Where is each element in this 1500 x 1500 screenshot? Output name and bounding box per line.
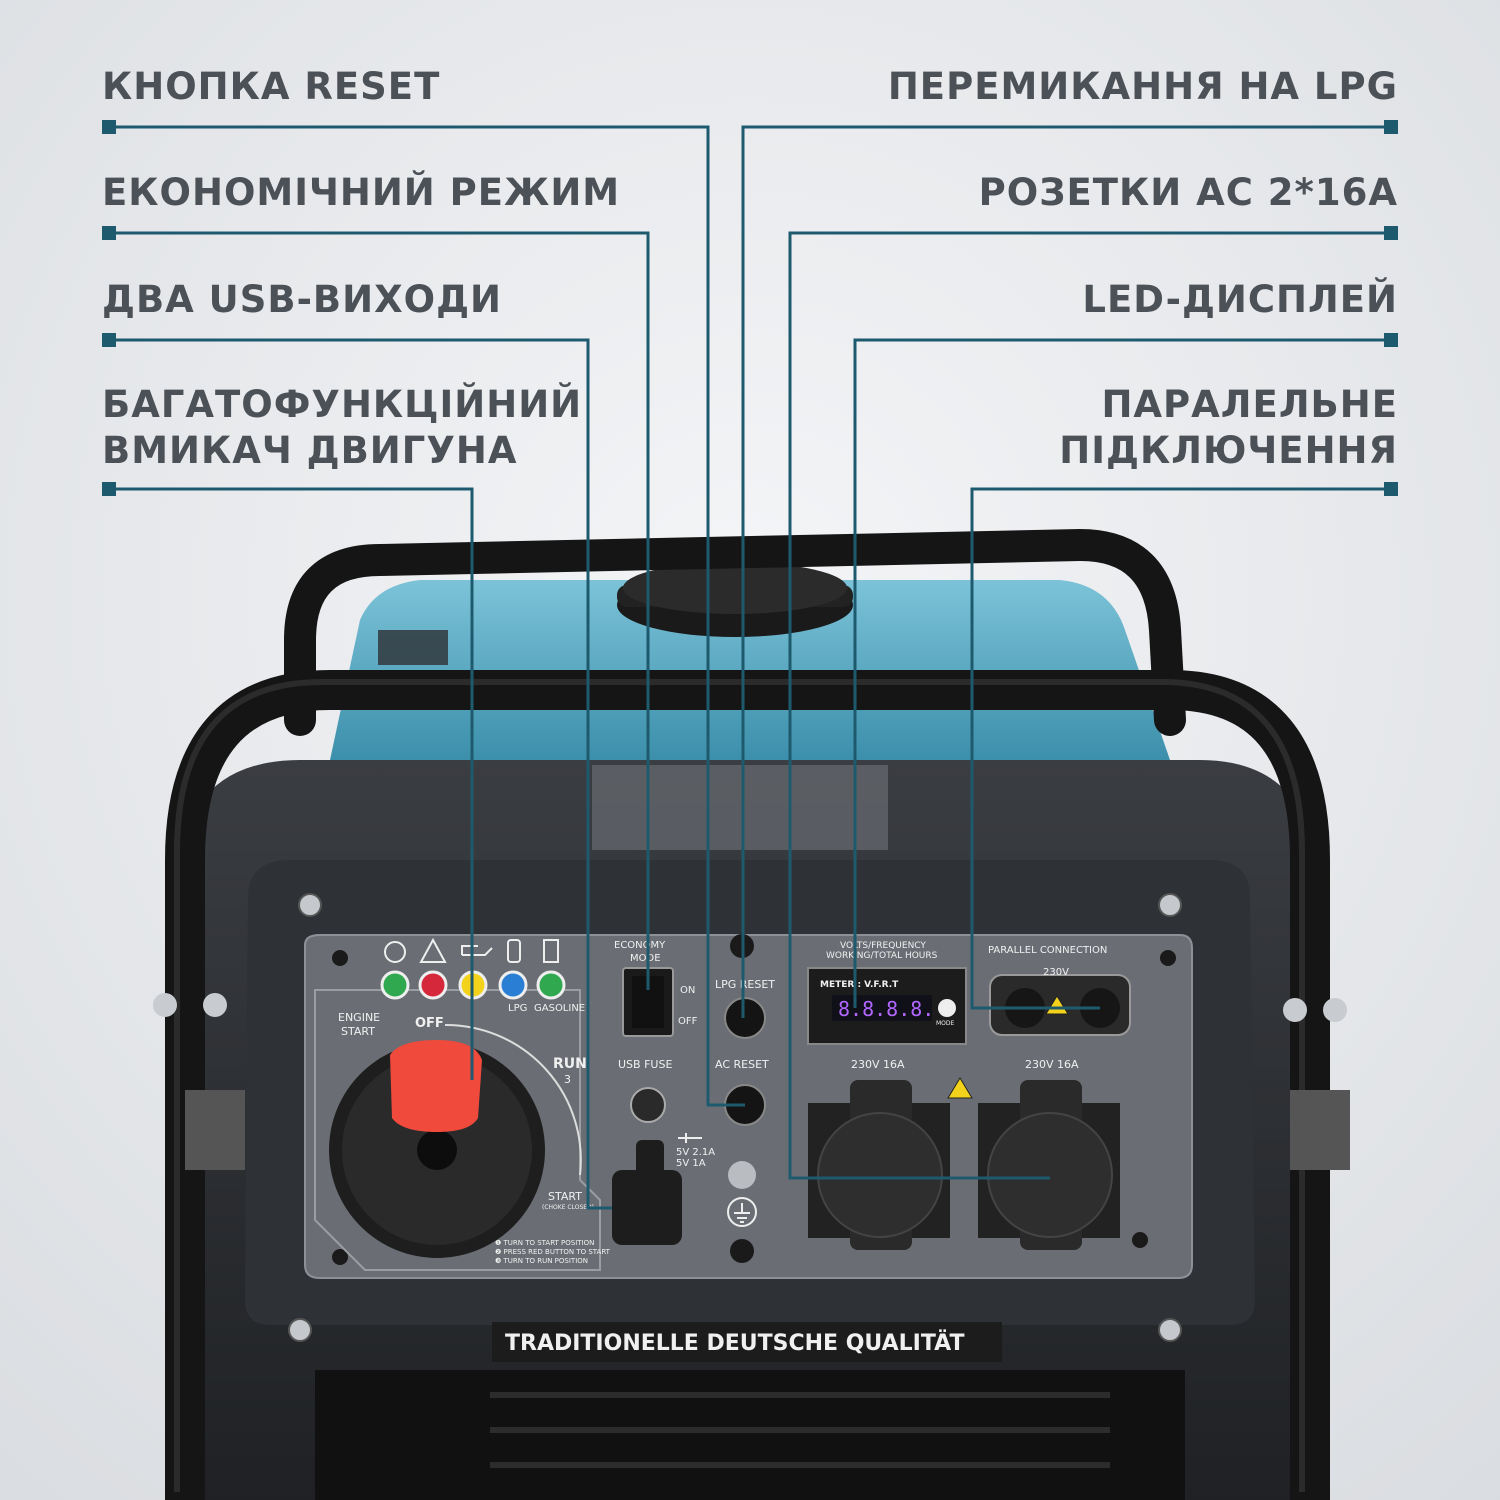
economy-label-1: ECONOMY bbox=[614, 940, 666, 951]
warning-icon bbox=[419, 937, 447, 963]
fuel-level-icon bbox=[384, 941, 406, 963]
off-label: OFF bbox=[415, 1016, 444, 1031]
front-handle bbox=[165, 670, 1330, 1500]
economy-label-2: MODE bbox=[630, 953, 661, 964]
meter-label: METER : V.F.R.T bbox=[820, 980, 899, 990]
callout-reset-button: КНОПКА RESET bbox=[102, 65, 441, 108]
meter-title-1: VOLTS/FREQUENCY bbox=[840, 941, 926, 951]
indicator-icons bbox=[384, 937, 559, 963]
usb-fuse bbox=[630, 1087, 666, 1123]
socket-label-right: 230V 16A bbox=[1025, 1058, 1079, 1071]
socket-label-left: 230V 16A bbox=[851, 1058, 905, 1071]
callout-parallel-connection: ПАРАЛЕЛЬНЕ ПІДКЛЮЧЕННЯ bbox=[1059, 383, 1398, 472]
indicator-label-lpg: LPG bbox=[508, 1003, 527, 1014]
usb-port-cover bbox=[612, 1170, 682, 1245]
usb-out-2: 5V 1A bbox=[676, 1158, 706, 1169]
lpg-reset-label: LPG RESET bbox=[715, 978, 775, 991]
usb-fuse-label: USB FUSE bbox=[618, 1058, 672, 1071]
on-label: ON bbox=[680, 985, 695, 996]
meter-title-2: WORKING/TOTAL HOURS bbox=[826, 951, 938, 961]
ac-socket-left bbox=[808, 1080, 950, 1250]
ac-reset-label: AC RESET bbox=[715, 1058, 769, 1071]
usb-out-1: 5V 2.1A bbox=[676, 1147, 715, 1158]
vent-grille bbox=[315, 1370, 1185, 1500]
callout-engine-switch: БАГАТОФУНКЦІЙНИЙ ВМИКАЧ ДВИГУНА bbox=[102, 383, 583, 472]
choke-label: (CHOKE CLOSED) bbox=[542, 1204, 594, 1211]
parallel-volt: 230V bbox=[1043, 967, 1069, 978]
ac-socket-right bbox=[978, 1080, 1120, 1250]
parallel-title: PARALLEL CONNECTION bbox=[988, 945, 1107, 956]
run-label: RUN bbox=[553, 1056, 587, 1072]
maintenance-sticker bbox=[592, 765, 888, 850]
instruction-1: ❶ TURN TO START POSITION bbox=[495, 1239, 594, 1247]
rear-handle bbox=[284, 528, 1186, 736]
callout-led-display: LED-ДИСПЛЕЙ bbox=[1082, 278, 1398, 321]
gasoline-icon bbox=[543, 939, 559, 963]
off-small-label: OFF bbox=[678, 1016, 698, 1027]
ground-terminal bbox=[728, 1161, 756, 1189]
engine-start-knob bbox=[329, 1023, 582, 1258]
engine-start-label-2: START bbox=[341, 1025, 375, 1038]
mode-button bbox=[938, 999, 956, 1017]
run-number: 3 bbox=[564, 1073, 571, 1086]
callout-usb-outputs: ДВА USB-ВИХОДИ bbox=[102, 278, 502, 321]
tagline: TRADITIONELLE DEUTSCHE QUALITÄT bbox=[505, 1330, 964, 1356]
tagline-plate bbox=[492, 1322, 1002, 1362]
leader-lines bbox=[110, 125, 1390, 1210]
callout-lpg-switch: ПЕРЕМИКАННЯ НА LPG bbox=[887, 65, 1398, 108]
instruction-2: ❷ PRESS RED BUTTON TO START bbox=[495, 1248, 611, 1256]
indicator-label-gasoline: GASOLINE bbox=[534, 1003, 585, 1014]
ground-icon bbox=[727, 1197, 757, 1227]
indicator-leds bbox=[380, 970, 566, 1000]
meter-digits: 8.8.8.8. bbox=[838, 997, 934, 1021]
mode-label: MODE bbox=[936, 1020, 955, 1027]
lpg-reset-button bbox=[724, 997, 766, 1039]
usb-icon bbox=[678, 1133, 702, 1143]
tank-sticker bbox=[378, 630, 448, 665]
engine-start-label-1: ENGINE bbox=[338, 1011, 380, 1024]
instruction-3: ❸ TURN TO RUN POSITION bbox=[495, 1257, 588, 1265]
lpg-icon bbox=[507, 939, 521, 963]
start-label: START bbox=[548, 1190, 582, 1203]
callout-economy-mode: ЕКОНОМІЧНИЙ РЕЖИМ bbox=[102, 171, 621, 214]
callout-ac-sockets: РОЗЕТКИ AC 2*16A bbox=[978, 171, 1398, 214]
